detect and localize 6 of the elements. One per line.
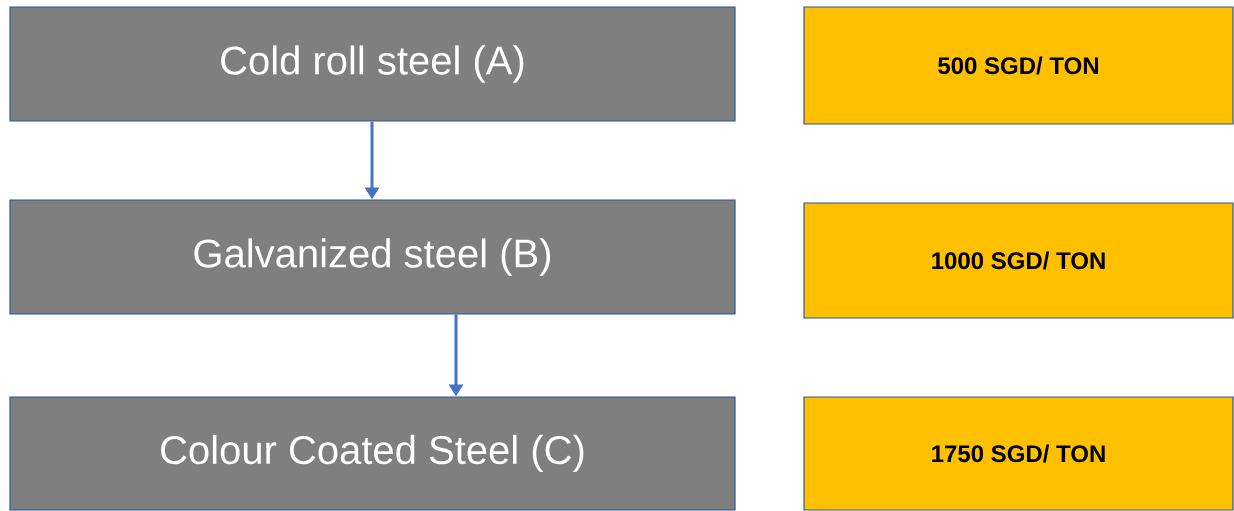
process-box: Colour Coated Steel (C) <box>9 396 736 511</box>
price-box: 1750 SGD/ TON <box>803 396 1234 511</box>
price-box: 500 SGD/ TON <box>803 6 1234 125</box>
process-box: Galvanized steel (B) <box>9 199 736 315</box>
price-box: 1000 SGD/ TON <box>803 202 1234 319</box>
process-box: Cold roll steel (A) <box>9 6 736 122</box>
